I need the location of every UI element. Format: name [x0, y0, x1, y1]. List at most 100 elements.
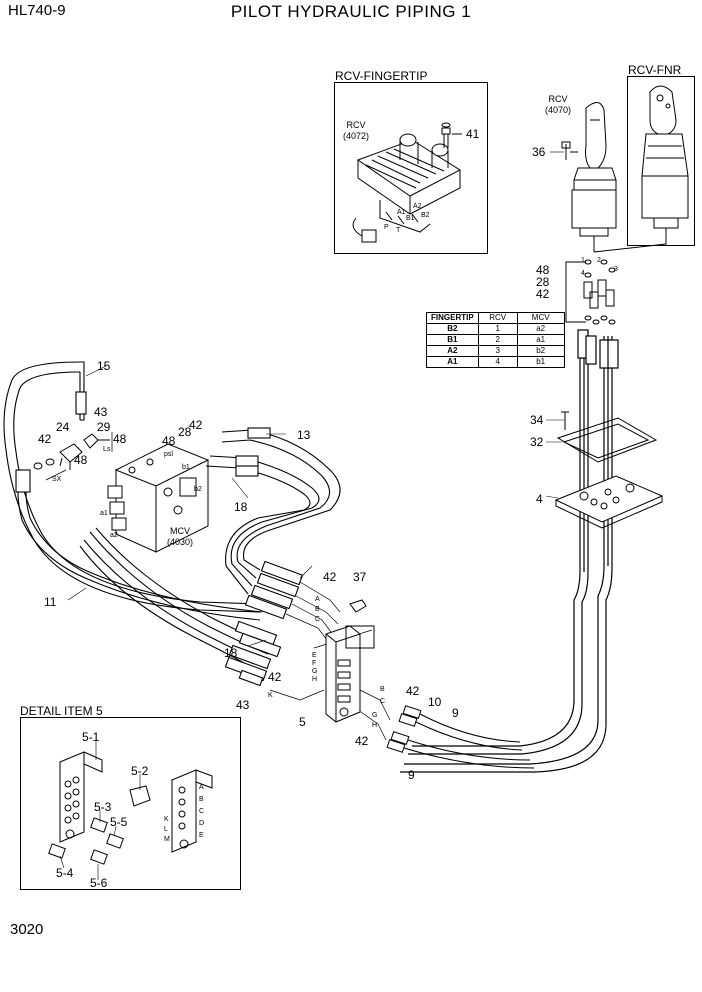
callout-48: 48 — [113, 432, 127, 446]
callout-5-5: 5-5 — [110, 815, 128, 829]
callout-29: 29 — [97, 420, 111, 434]
mcv-4030-name: MCV — [170, 526, 190, 536]
table-cell: A2 — [426, 345, 479, 357]
callout-11: 11 — [44, 595, 57, 609]
detail-port-k: K — [164, 816, 169, 823]
manifold-port-c: C — [315, 616, 321, 623]
rcv-fnr-title: RCV-FNR — [628, 63, 682, 77]
table-row: A2 3 b2 — [426, 345, 565, 357]
callout-42: 42 — [38, 432, 52, 446]
callout-5-1: 5-1 — [82, 730, 100, 744]
port-fb2: B2 — [421, 212, 430, 219]
table-header: FINGERTIP — [426, 312, 479, 324]
manifold-port-h-right: H — [372, 722, 378, 729]
port-a1: a1 — [100, 510, 108, 517]
detail-item-5-title: DETAIL ITEM 5 — [20, 704, 103, 718]
detail-port-m: M — [164, 836, 170, 843]
rcv-4072-code: (4072) — [343, 131, 370, 141]
detail-port-c: C — [199, 808, 205, 815]
port-fb1: B1 — [406, 215, 415, 222]
table-cell: b1 — [516, 356, 565, 368]
callout-42: 42 — [536, 287, 550, 301]
port-b1: b1 — [182, 464, 190, 471]
callout-34: 34 — [530, 413, 544, 427]
detail-port-b: B — [199, 796, 204, 803]
manifold-port-h: H — [312, 676, 318, 683]
callout-42: 42 — [268, 670, 282, 684]
callout-5-3: 5-3 — [94, 800, 112, 814]
rcv-port-1: 1 — [581, 257, 585, 264]
port-a2: a2 — [110, 532, 118, 539]
callout-37: 37 — [353, 570, 367, 584]
callout-42: 42 — [323, 570, 337, 584]
callout-5: 5 — [299, 715, 306, 729]
table-header: MCV — [516, 312, 565, 324]
page-number: 3020 — [10, 921, 44, 938]
table-header-row: FINGERTIP RCV MCV — [426, 312, 565, 324]
table-cell: 4 — [477, 356, 518, 368]
callout-18: 18 — [224, 646, 238, 660]
callout-5-4: 5-4 — [56, 866, 74, 880]
callout-48: 48 — [536, 263, 550, 277]
manifold-port-c-right: C — [380, 698, 386, 705]
callout-43: 43 — [94, 405, 108, 419]
port-fa1: A1 — [397, 209, 406, 216]
table-cell: a2 — [516, 323, 565, 335]
manifold-port-f: F — [312, 660, 317, 667]
manifold-5-drawing — [325, 599, 375, 723]
manifold-port-g-right: G — [372, 712, 378, 719]
port-psl: psl — [164, 451, 173, 458]
hoses-13-18-upper — [205, 427, 341, 620]
rcv-port-3: 3 — [614, 266, 618, 273]
callout-43: 43 — [236, 698, 250, 712]
plate-32 — [556, 417, 658, 463]
manifold-port-b-right: B — [380, 686, 385, 693]
callout-5-2: 5-2 — [131, 764, 149, 778]
table-row: B1 2 a1 — [426, 334, 565, 346]
mcv-4030-code: (4030) — [167, 537, 194, 547]
fingertip-port-table: FINGERTIP RCV MCV B2 1 a2 B1 2 a1 A2 3 b… — [426, 312, 565, 368]
detail-5-drawing — [48, 751, 213, 865]
callout-32: 32 — [530, 435, 544, 449]
rcv-4072-label: RCV (4072) — [343, 120, 369, 142]
model-number: HL740-9 — [8, 2, 66, 19]
callout-5-6: 5-6 — [90, 876, 108, 890]
callout-36: 36 — [532, 145, 546, 159]
callout-48: 48 — [74, 453, 88, 467]
callout-9: 9 — [408, 768, 415, 782]
rcv-fnr-frame — [627, 76, 695, 246]
detail-item-5-frame — [20, 717, 241, 890]
port-t: T — [396, 227, 401, 234]
callout-15: 15 — [97, 359, 111, 373]
table-cell: a1 — [516, 334, 565, 346]
bolt-41 — [441, 122, 462, 148]
callout-4: 4 — [536, 492, 543, 506]
port-sx: SX — [52, 476, 62, 483]
manifold-port-g: G — [312, 668, 318, 675]
callout-48: 48 — [162, 434, 176, 448]
rcv-fingertip-title: RCV-FINGERTIP — [335, 69, 428, 83]
mcv-block-drawing — [107, 443, 210, 553]
table-cell: B2 — [426, 323, 479, 335]
manifold-port-e: E — [312, 652, 317, 659]
rcv-port-2: 2 — [597, 257, 601, 264]
callout-28: 28 — [178, 425, 192, 439]
hose-11 — [15, 469, 263, 621]
rcv-4072-name: RCV — [346, 120, 366, 130]
callout-41: 41 — [466, 127, 480, 141]
detail-port-l: L — [164, 826, 168, 833]
hoses-18-lower — [79, 527, 282, 687]
detail-port-a: A — [199, 784, 204, 791]
vertical-hoses — [400, 329, 619, 773]
rcv-fingertip-frame — [334, 82, 488, 254]
callout-42: 42 — [406, 684, 420, 698]
rcv-port-4: 4 — [581, 270, 585, 277]
port-fa2: A2 — [413, 203, 422, 210]
mcv-4030-label: MCV (4030) — [167, 526, 193, 548]
rcv-4070-name: RCV — [548, 94, 568, 104]
port-p: P — [384, 224, 389, 231]
callout-leaders — [59, 133, 564, 880]
table-cell: b2 — [516, 345, 565, 357]
callout-42: 42 — [189, 418, 203, 432]
detail-port-e: E — [199, 832, 204, 839]
